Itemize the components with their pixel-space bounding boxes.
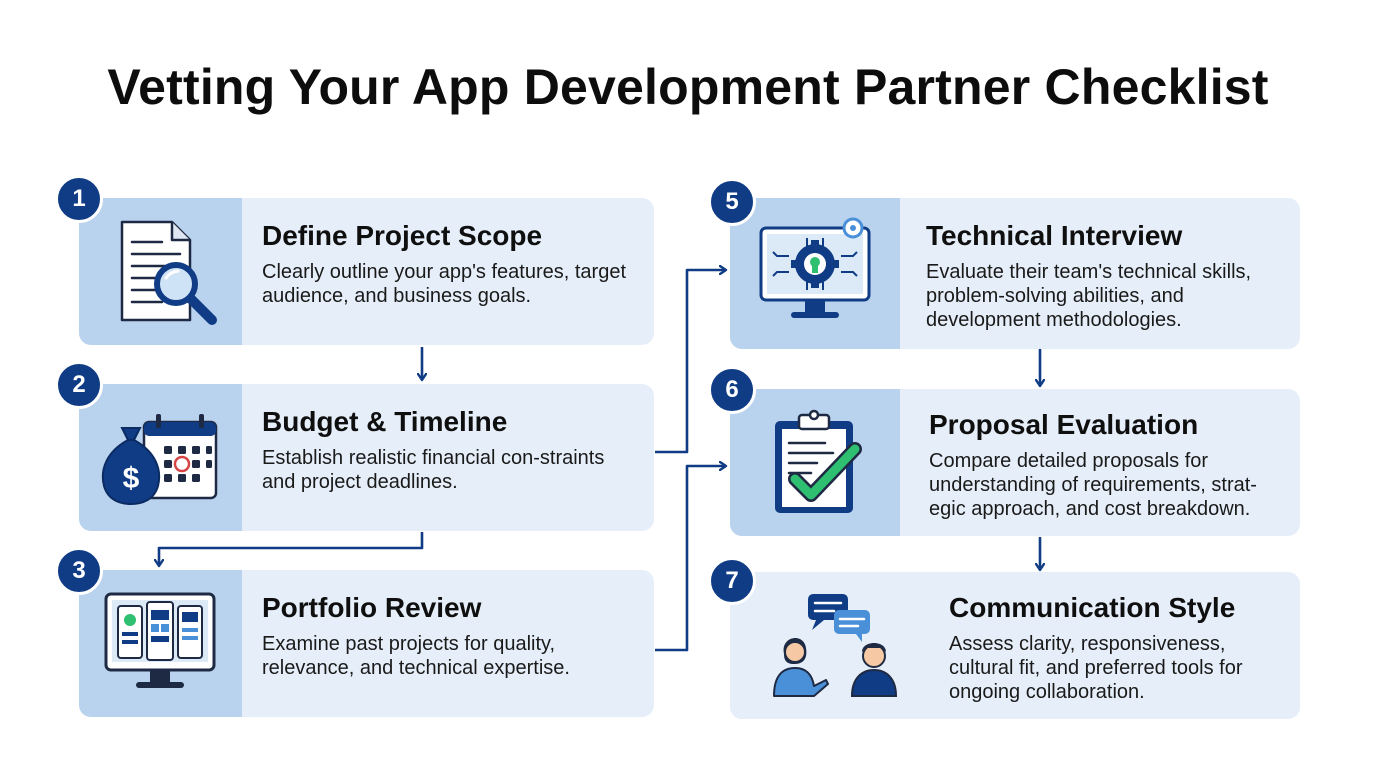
step-icon-panel — [730, 198, 900, 349]
step-icon-panel — [79, 198, 242, 345]
svg-text:$: $ — [123, 462, 140, 495]
step-heading: Technical Interview — [926, 220, 1183, 251]
step-card-portfolio-review: Portfolio Review Examine past projects f… — [79, 570, 654, 717]
step-description: Compare detailed proposals for understan… — [929, 450, 1257, 520]
step-heading: Communication Style — [949, 592, 1236, 623]
step-heading: Portfolio Review — [262, 592, 482, 623]
clipboard-check-icon — [775, 409, 862, 513]
step-description: Evaluate their team's technical skills, … — [926, 261, 1252, 331]
step-icon-panel — [730, 572, 930, 719]
step-card-proposal-evaluation: Proposal Evaluation Compare detailed pro… — [730, 389, 1300, 536]
step-number-badge: 3 — [55, 547, 103, 595]
monitor-gear-icon — [759, 217, 871, 318]
step-card-technical-interview: Technical Interview Evaluate their team'… — [730, 198, 1300, 349]
step-card-budget-timeline: $ Budget & Timeline Establish realistic … — [79, 384, 654, 531]
arrow-3-to-6 — [655, 466, 725, 652]
step-number-badge: 2 — [55, 361, 103, 409]
arrow-2-to-5 — [655, 270, 725, 454]
step-card-communication-style: Communication Style Assess clarity, resp… — [730, 572, 1300, 719]
step-icon-panel — [79, 570, 242, 717]
step-heading: Budget & Timeline — [262, 406, 508, 437]
step-heading: Define Project Scope — [262, 220, 543, 251]
page-title: Vetting Your App Development Partner Che… — [107, 59, 1269, 115]
monitor-portfolio-icon — [104, 592, 216, 688]
step-card-define-project-scope: Define Project Scope Clearly outline you… — [79, 198, 654, 345]
money-bag-calendar-icon: $ — [101, 414, 218, 506]
arrow-2-to-3 — [159, 532, 424, 565]
step-number-badge: 6 — [708, 366, 756, 414]
step-icon-panel — [730, 389, 900, 536]
step-icon-panel: $ — [79, 384, 242, 531]
step-description: Establish realistic financial con-strain… — [262, 447, 605, 493]
people-chat-icon — [773, 594, 898, 697]
step-description: Clearly outline your app's features, tar… — [262, 261, 627, 307]
step-description: Examine past projects for quality, relev… — [262, 633, 570, 679]
step-number-badge: 1 — [55, 175, 103, 223]
step-number-badge: 7 — [708, 557, 756, 605]
step-number-badge: 5 — [708, 178, 756, 226]
document-search-icon — [120, 220, 217, 325]
step-description: Assess clarity, responsiveness, cultural… — [949, 633, 1243, 703]
step-heading: Proposal Evaluation — [929, 409, 1199, 440]
